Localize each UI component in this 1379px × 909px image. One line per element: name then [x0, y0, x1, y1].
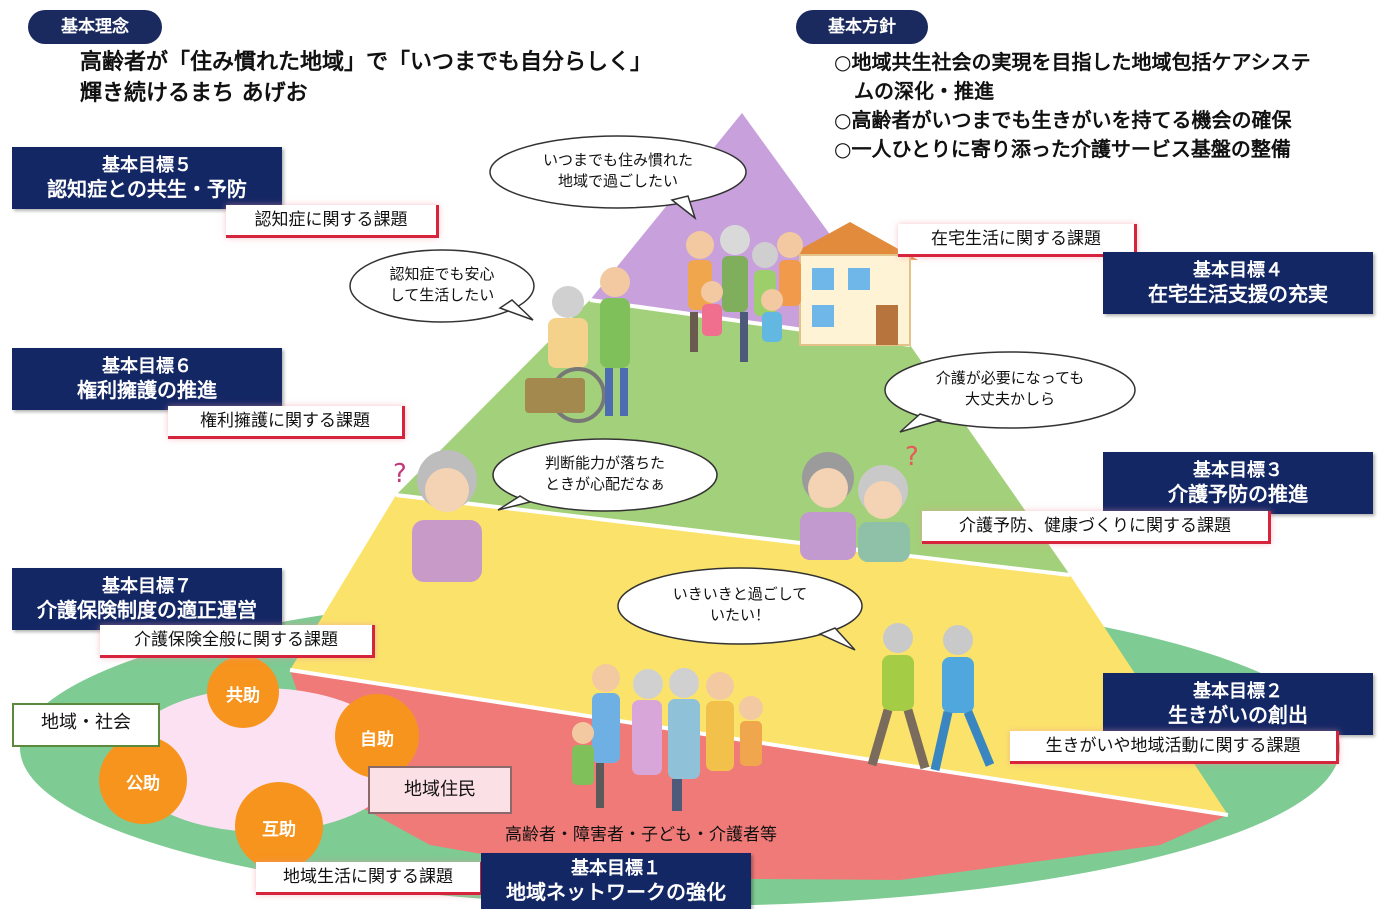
goal-3-box: 基本目標３ 介護予防の推進 — [1103, 452, 1373, 514]
svg-text:?: ? — [393, 459, 407, 489]
goal-5-box: 基本目標５ 認知症との共生・予防 — [12, 147, 282, 209]
speech-bubble-2-text: 認知症でも安心 して生活したい — [389, 265, 495, 304]
svg-text:?: ? — [905, 442, 919, 472]
family-group-icon — [686, 225, 803, 362]
basic-philosophy-label: 基本理念 — [28, 10, 162, 44]
policy-item: ○高齢者がいつまでも生きがいを持てる機会の確保 — [834, 108, 1292, 132]
goal-6-title: 権利擁護の推進 — [77, 377, 217, 402]
local-residents-box: 地域住民 — [368, 766, 512, 814]
goal-6-number: 基本目標６ — [102, 355, 192, 377]
goal-6-issue-tag: 権利擁護に関する課題 — [168, 406, 405, 439]
goal-2-issue-tag: 生きがいや地域活動に関する課題 — [1010, 731, 1339, 764]
speech-bubble-1-text: いつまでも住み慣れた 地域で過ごしたい — [542, 151, 693, 190]
goal-4-title: 在宅生活支援の充実 — [1148, 281, 1328, 306]
region-society-box: 地域・社会 — [12, 703, 160, 747]
goal-5-issue-tag: 認知症に関する課題 — [226, 205, 439, 238]
goal-3-title: 介護予防の推進 — [1168, 481, 1308, 506]
worried-couple-icon: ? — [800, 442, 919, 562]
wheelchair-caregiver-icon — [525, 267, 630, 423]
speech-bubble-4-text: 判断能力が落ちた ときが心配だなぁ — [544, 454, 665, 493]
goal-7-number: 基本目標７ — [102, 575, 192, 597]
goal-4-issue-tag: 在宅生活に関する課題 — [898, 224, 1137, 257]
pyramid-band-yellow — [290, 495, 1228, 815]
kyojo-circle — [207, 656, 279, 728]
goal-1-title: 地域ネットワークの強化 — [506, 879, 726, 904]
goal-6-box: 基本目標６ 権利擁護の推進 — [12, 348, 282, 410]
goal-3-number: 基本目標３ — [1193, 459, 1283, 481]
policy-item: ムの深化・推進 — [834, 79, 994, 103]
goal-4-number: 基本目標４ — [1193, 259, 1283, 281]
worried-woman-icon: ? — [393, 450, 482, 582]
speech-bubble-3-text: 介護が必要になっても 大丈夫かしら — [935, 369, 1085, 408]
goal-4-box: 基本目標４ 在宅生活支援の充実 — [1103, 252, 1373, 314]
speech-bubble-1 — [489, 135, 747, 221]
kojo-circle — [99, 736, 187, 824]
goal-1-issue-tag: 地域生活に関する課題 — [256, 862, 483, 895]
gojo-label: 互助 — [262, 820, 296, 840]
goal-5-number: 基本目標５ — [102, 154, 192, 176]
goal-1-box: 基本目標１ 地域ネットワークの強化 — [481, 853, 751, 909]
walking-seniors-icon — [867, 623, 995, 771]
goal-2-box: 基本目標２ 生きがいの創出 — [1103, 673, 1373, 735]
speech-bubble-4 — [492, 438, 718, 512]
speech-bubble-2 — [349, 249, 535, 323]
goal-1-number: 基本目標１ — [571, 857, 661, 879]
speech-bubble-3 — [884, 351, 1136, 433]
goal-5-title: 認知症との共生・予防 — [47, 176, 247, 201]
policy-item: ○地域共生社会の実現を目指した地域包括ケアシステ — [834, 50, 1311, 74]
kojo-label: 公助 — [126, 774, 160, 794]
people-group-icon — [572, 664, 763, 811]
philosophy-line-2: 輝き続けるまち あげお — [80, 81, 308, 106]
kyojo-label: 共助 — [226, 686, 260, 706]
goal-2-title: 生きがいの創出 — [1168, 702, 1308, 727]
policy-item: ○一人ひとりに寄り添った介護サービス基盤の整備 — [834, 137, 1291, 161]
goal-7-issue-tag: 介護保険全般に関する課題 — [100, 625, 375, 658]
goal-3-issue-tag: 介護予防、健康づくりに関する課題 — [922, 511, 1271, 544]
speech-bubble-5 — [617, 567, 863, 651]
pyramid-band-bottom — [290, 670, 1228, 880]
target-groups-label: 高齢者・障害者・子ども・介護者等 — [505, 825, 777, 845]
jijo-circle — [335, 694, 419, 778]
band-separator — [395, 493, 1071, 577]
goal-7-box: 基本目標７ 介護保険制度の適正運営 — [12, 568, 282, 630]
goal-7-title: 介護保険制度の適正運営 — [37, 597, 257, 622]
house-icon — [790, 222, 918, 346]
speech-bubble-5-text: いきいきと過ごして いたい！ — [672, 585, 808, 624]
jijo-label: 自助 — [360, 730, 394, 750]
basic-policy-list: ○地域共生社会の実現を目指した地域包括ケアシステ ムの深化・推進 ○高齢者がいつ… — [834, 48, 1374, 164]
philosophy-line-1: 高齢者が「住み慣れた地域」で「いつまでも自分らしく」 — [80, 50, 653, 75]
gojo-circle — [235, 782, 323, 870]
support-network-field — [122, 688, 402, 832]
goal-2-number: 基本目標２ — [1193, 680, 1283, 702]
basic-policy-label: 基本方針 — [796, 10, 928, 44]
